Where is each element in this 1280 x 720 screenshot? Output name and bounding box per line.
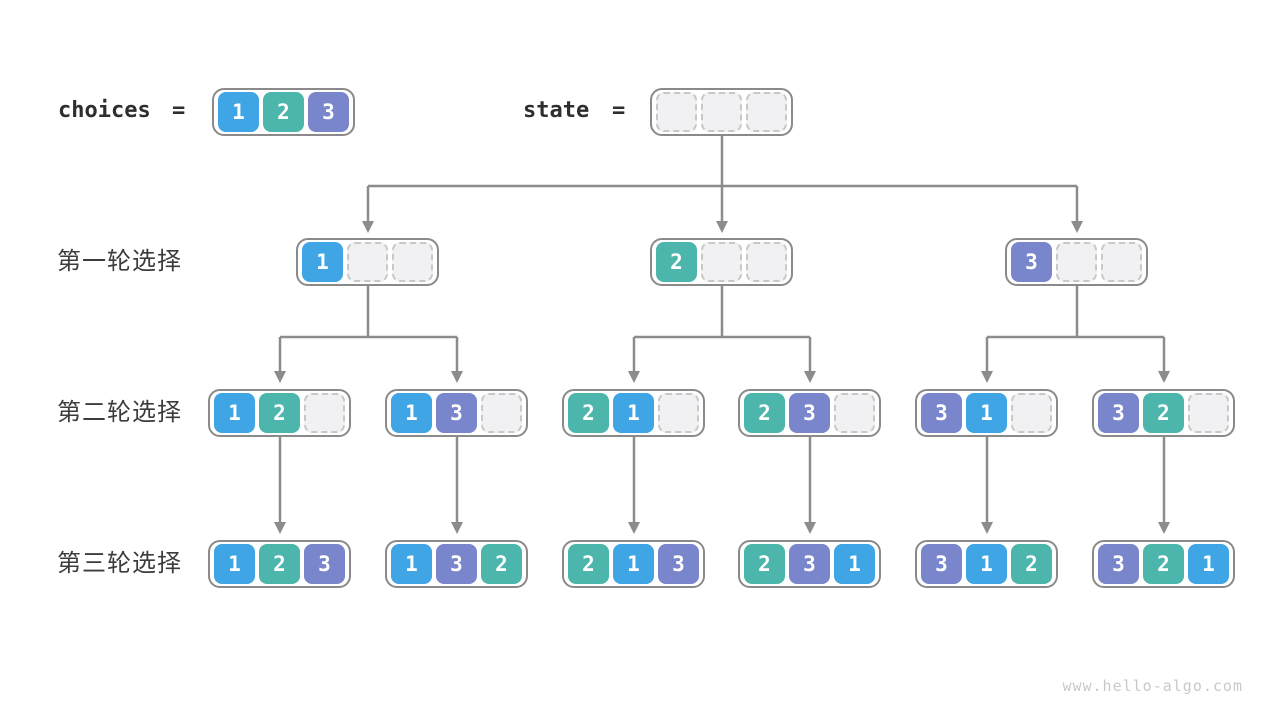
choices-equals-sign: = <box>172 98 186 123</box>
empty-cell <box>304 393 345 433</box>
value-cell-1: 1 <box>966 544 1007 584</box>
value-cell-3: 3 <box>308 92 349 132</box>
empty-cell <box>701 242 742 282</box>
value-cell-3: 3 <box>436 393 477 433</box>
value-cell-1: 1 <box>214 544 255 584</box>
empty-cell <box>1188 393 1229 433</box>
value-cell-1: 1 <box>1188 544 1229 584</box>
state-label: state <box>523 98 590 123</box>
value-cell-2: 2 <box>259 393 300 433</box>
row-label-round-1: 第一轮选择 <box>57 248 182 275</box>
value-cell-2: 2 <box>568 544 609 584</box>
value-cell-3: 3 <box>1098 544 1139 584</box>
empty-cell <box>347 242 388 282</box>
value-cell-3: 3 <box>304 544 345 584</box>
value-cell-3: 3 <box>921 544 962 584</box>
empty-cell <box>834 393 875 433</box>
value-cell-3: 3 <box>789 393 830 433</box>
state-box-round1-1: 1 <box>296 238 439 286</box>
choices-label: choices <box>58 98 151 123</box>
empty-cell <box>481 393 522 433</box>
value-cell-3: 3 <box>1011 242 1052 282</box>
value-cell-3: 3 <box>436 544 477 584</box>
value-cell-3: 3 <box>921 393 962 433</box>
empty-cell <box>658 393 699 433</box>
empty-cell <box>701 92 742 132</box>
watermark-text: www.hello-algo.com <box>1062 677 1243 695</box>
state-equals-sign: = <box>612 98 626 123</box>
state-box-round1-3: 3 <box>1005 238 1148 286</box>
value-cell-2: 2 <box>1011 544 1052 584</box>
empty-cell <box>656 92 697 132</box>
value-cell-1: 1 <box>214 393 255 433</box>
value-cell-1: 1 <box>391 544 432 584</box>
value-cell-2: 2 <box>744 393 785 433</box>
value-cell-1: 1 <box>613 544 654 584</box>
value-cell-1: 1 <box>218 92 259 132</box>
value-cell-1: 1 <box>391 393 432 433</box>
empty-cell <box>1101 242 1142 282</box>
value-cell-2: 2 <box>263 92 304 132</box>
connector-lines <box>274 136 1170 534</box>
state-array <box>650 88 793 136</box>
empty-cell <box>746 92 787 132</box>
value-cell-2: 2 <box>1143 544 1184 584</box>
value-cell-2: 2 <box>744 544 785 584</box>
value-cell-1: 1 <box>834 544 875 584</box>
value-cell-3: 3 <box>658 544 699 584</box>
empty-cell <box>1011 393 1052 433</box>
value-cell-1: 1 <box>613 393 654 433</box>
value-cell-2: 2 <box>1143 393 1184 433</box>
value-cell-2: 2 <box>259 544 300 584</box>
empty-cell <box>392 242 433 282</box>
empty-cell <box>1056 242 1097 282</box>
state-box-round1-2: 2 <box>650 238 793 286</box>
value-cell-3: 3 <box>1098 393 1139 433</box>
row-label-round-3: 第三轮选择 <box>57 550 182 577</box>
value-cell-2: 2 <box>568 393 609 433</box>
row-label-round-2: 第二轮选择 <box>57 399 182 426</box>
value-cell-1: 1 <box>966 393 1007 433</box>
value-cell-2: 2 <box>656 242 697 282</box>
value-cell-3: 3 <box>789 544 830 584</box>
empty-cell <box>746 242 787 282</box>
value-cell-2: 2 <box>481 544 522 584</box>
value-cell-1: 1 <box>302 242 343 282</box>
